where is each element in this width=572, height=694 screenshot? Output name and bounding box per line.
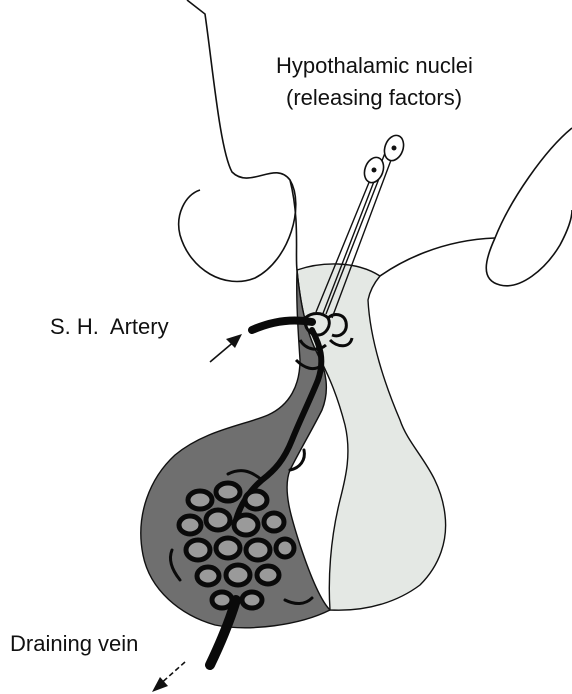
sh-artery-label: S. H. Artery (50, 313, 169, 342)
vein-arrow (152, 662, 185, 692)
hypothalamus-outline (179, 0, 572, 286)
artery-arrow (210, 334, 242, 362)
releasing-factors-label: (releasing factors) (286, 84, 462, 113)
stalk-outline (290, 180, 495, 276)
hypothalamic-nuclei-label: Hypothalamic nuclei (276, 52, 473, 81)
draining-vein-label: Draining vein (10, 630, 138, 659)
posterior-lobe (297, 264, 446, 610)
